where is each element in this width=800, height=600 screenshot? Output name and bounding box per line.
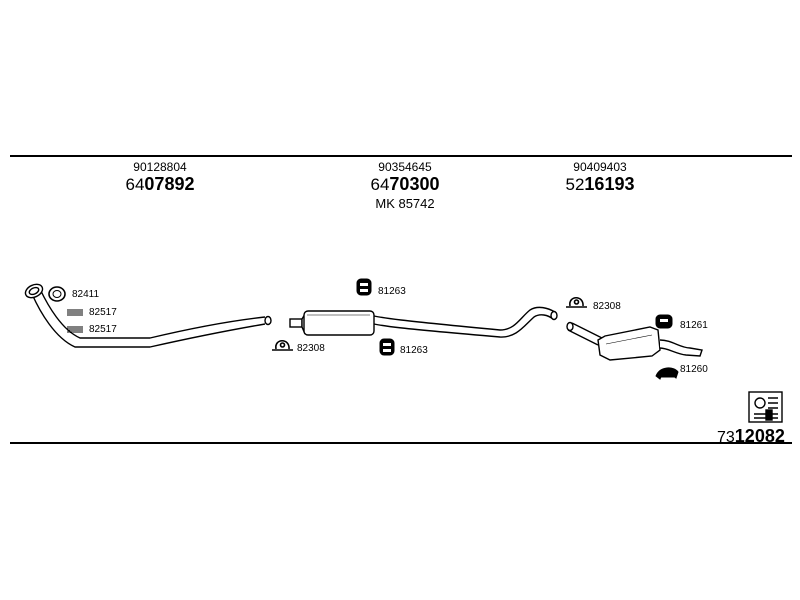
oe-number: 90354645 [378,160,432,174]
part-label-gasket[interactable]: 82411 [72,289,100,300]
rubber-hanger-icon [655,314,673,329]
rubber-hanger-icon [356,278,372,296]
part-label-spring-b[interactable]: 82517 [89,324,117,335]
section-header-front: 90128804 6407892 [120,161,200,193]
section-header-rear: 90409403 5216193 [560,161,640,193]
middle-silencer[interactable] [289,306,558,338]
part-label-hanger-top[interactable]: 81263 [378,286,406,297]
spring-icon [67,309,83,316]
article-number: 6407892 [125,174,195,194]
part-label-hanger-bottom[interactable]: 81263 [400,345,428,356]
article-number: 5216193 [565,174,635,194]
rubber-hanger-icon [655,367,679,380]
clamp-icon [272,339,293,351]
part-label-clamp-rear[interactable]: 82308 [593,301,621,312]
part-label-clamp-front[interactable]: 82308 [297,343,325,354]
catalog-number: 7312082 [717,426,785,446]
gasket-ring-icon [48,286,66,302]
rubber-hanger-icon [379,338,395,356]
part-label-spring-a[interactable]: 82517 [89,307,117,318]
article-number: 6470300 [370,174,440,194]
spring-icon [67,326,83,333]
mounting-kit-number: MK 85742 [375,196,435,211]
clamp-icon [566,296,587,308]
front-pipe[interactable] [23,282,272,348]
mounting-kit-emblem-icon [748,391,783,423]
section-header-middle: 90354645 6470300 MK 85742 [360,161,450,210]
rear-silencer[interactable] [566,321,703,361]
part-label-hanger-rear-top[interactable]: 81261 [680,320,708,331]
part-label-hanger-rear-bottom[interactable]: 81260 [680,364,708,375]
oe-number: 90409403 [573,160,627,174]
oe-number: 90128804 [133,160,187,174]
